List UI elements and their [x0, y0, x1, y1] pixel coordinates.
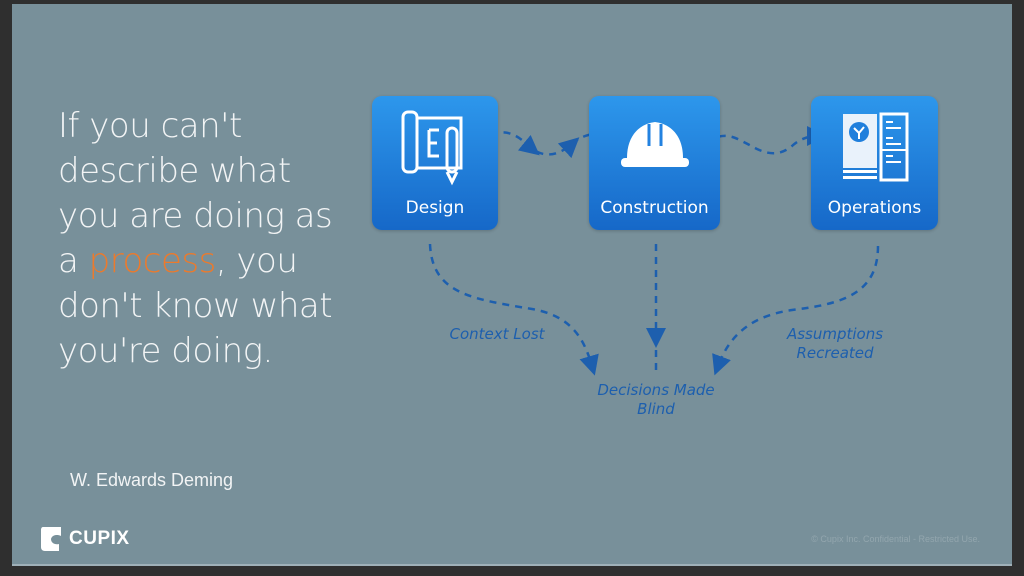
annotation-context-lost: Context Lost	[449, 325, 545, 343]
stage-label: Operations	[827, 198, 922, 218]
flow-arrows	[428, 126, 880, 376]
blueprint-icon	[401, 110, 463, 186]
copyright-notice: © Cupix Inc. Confidential - Restricted U…	[811, 534, 980, 544]
stage-construction: Construction	[589, 96, 720, 230]
arrow-design-decisions	[428, 243, 599, 376]
arrow-design-construction	[479, 131, 623, 159]
stage-operations: Operations	[811, 96, 938, 230]
cupix-logo: CUPIX	[40, 526, 130, 552]
quote-author: W. Edwards Deming	[70, 470, 234, 490]
quote-highlight: process	[88, 241, 217, 281]
stage-label: Construction	[600, 198, 709, 218]
cupix-logo-icon	[41, 527, 61, 551]
logo-text: CUPIX	[69, 528, 130, 549]
slide: If you can't describe what you are doing…	[12, 4, 1012, 566]
manual-icon	[842, 112, 908, 182]
stage-design: Design	[372, 96, 498, 230]
stage-label: Design	[405, 198, 465, 218]
arrow-construction-operations	[706, 126, 827, 155]
annotation-decisions-made-blind: Decisions Made Blind	[597, 381, 715, 418]
annotation-assumptions-recreated: Assumptions Recreated	[786, 325, 884, 362]
arrow-operations-decisions	[712, 245, 880, 376]
hard-hat-icon	[620, 122, 689, 167]
quote-text: If you can't describe what you are doing…	[58, 104, 358, 374]
quote-part: , you don't know what you're doing.	[58, 241, 333, 371]
quote-part: If you can't describe what you are doing…	[58, 106, 333, 281]
